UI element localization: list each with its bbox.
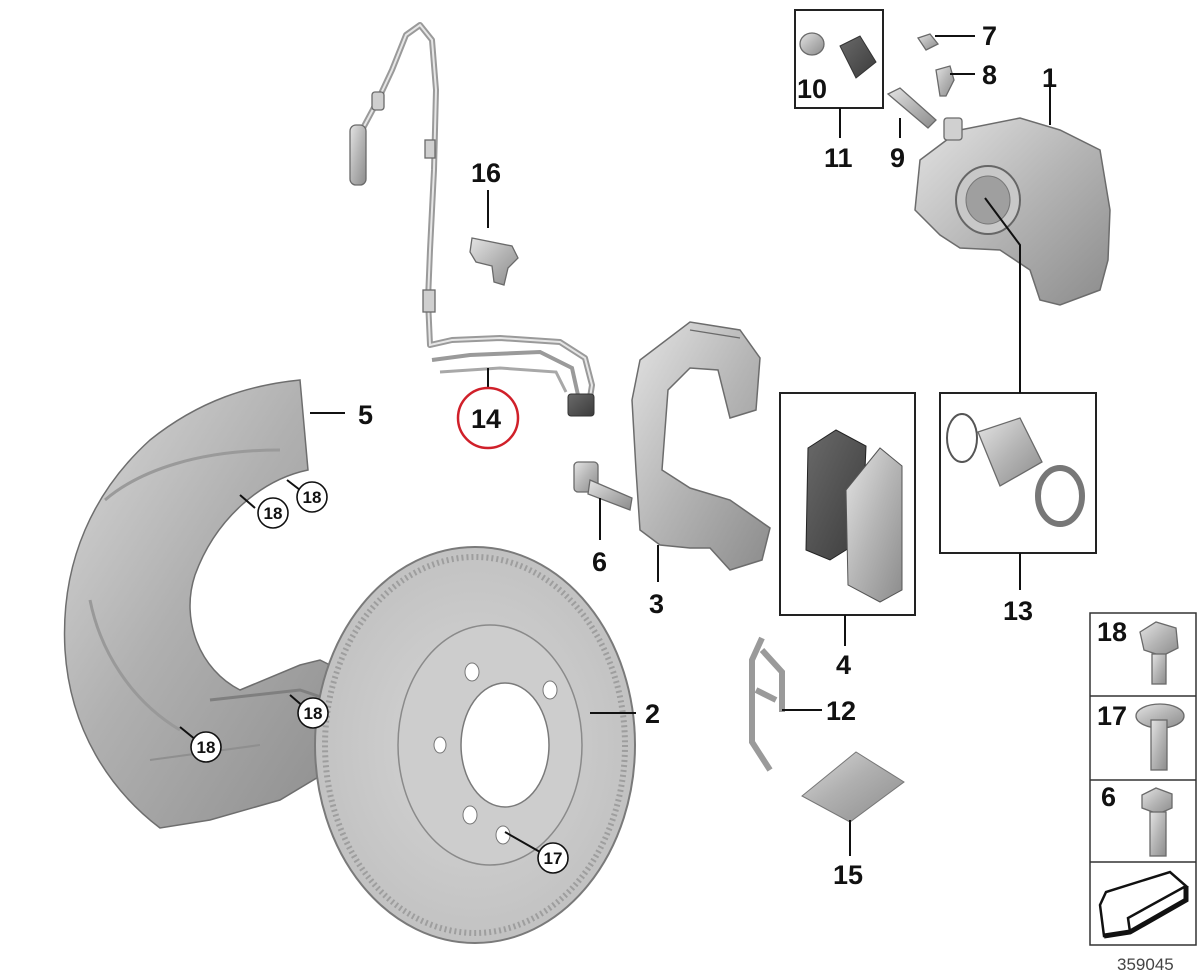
brake-pad-set <box>779 392 916 616</box>
legend-bolt-6: 6 <box>1101 782 1173 857</box>
brake-disc <box>314 546 636 944</box>
bleeder-screw <box>935 65 955 97</box>
svg-text:17: 17 <box>1097 701 1127 731</box>
diagram-reference-number: 359045 <box>1117 955 1174 974</box>
svg-text:18: 18 <box>197 738 216 757</box>
callout-13: 13 <box>1003 596 1033 626</box>
brake-caliper <box>914 117 1111 306</box>
caliper-repair-kit <box>939 392 1097 554</box>
leader-lines <box>310 35 1051 856</box>
guide-pin <box>886 87 937 129</box>
assembly-paste-packet <box>801 751 905 823</box>
callout-2: 2 <box>645 699 660 729</box>
callout-7: 7 <box>982 21 997 51</box>
callout-1: 1 <box>1042 63 1057 93</box>
svg-text:18: 18 <box>264 504 283 523</box>
callout-4: 4 <box>836 650 851 680</box>
brake-caliper-carrier <box>631 321 771 571</box>
highlight-ring <box>456 386 520 450</box>
callout-11: 11 <box>824 143 853 173</box>
svg-text:18: 18 <box>303 488 322 507</box>
svg-text:18: 18 <box>1097 617 1127 647</box>
arrow-icon <box>1098 870 1189 939</box>
legend-bolt-18: 18 <box>1097 617 1179 685</box>
callout-6: 6 <box>592 547 607 577</box>
carrier-bolt <box>573 461 633 511</box>
circled-callout-18-d: 18 <box>179 726 222 763</box>
cable-holder-clip <box>469 237 519 286</box>
callout-3: 3 <box>649 589 664 619</box>
circled-callout-18-c: 18 <box>289 694 329 729</box>
circled-callout-18-b: 18 <box>286 479 328 513</box>
callout-9: 9 <box>890 143 905 173</box>
pad-retaining-spring <box>749 636 785 772</box>
svg-text:18: 18 <box>304 704 323 723</box>
callout-5: 5 <box>358 400 373 430</box>
bleeder-cap <box>916 33 940 51</box>
svg-text:17: 17 <box>544 849 563 868</box>
circled-callout-18-a: 18 <box>239 494 289 529</box>
legend-bolt-17: 17 <box>1097 701 1185 771</box>
circled-callout-17: 17 <box>504 831 569 874</box>
callout-12: 12 <box>826 696 856 726</box>
callout-15: 15 <box>833 860 863 890</box>
callout-8: 8 <box>982 60 997 90</box>
fastener-legend: 18 17 6 <box>1089 612 1197 946</box>
guide-bush-set <box>794 9 884 109</box>
callout-14: 14 <box>471 404 501 434</box>
brake-wear-sensor-cable <box>349 22 595 417</box>
callout-16: 16 <box>471 158 501 188</box>
callout-10: 10 <box>797 74 827 104</box>
svg-text:6: 6 <box>1101 782 1116 812</box>
